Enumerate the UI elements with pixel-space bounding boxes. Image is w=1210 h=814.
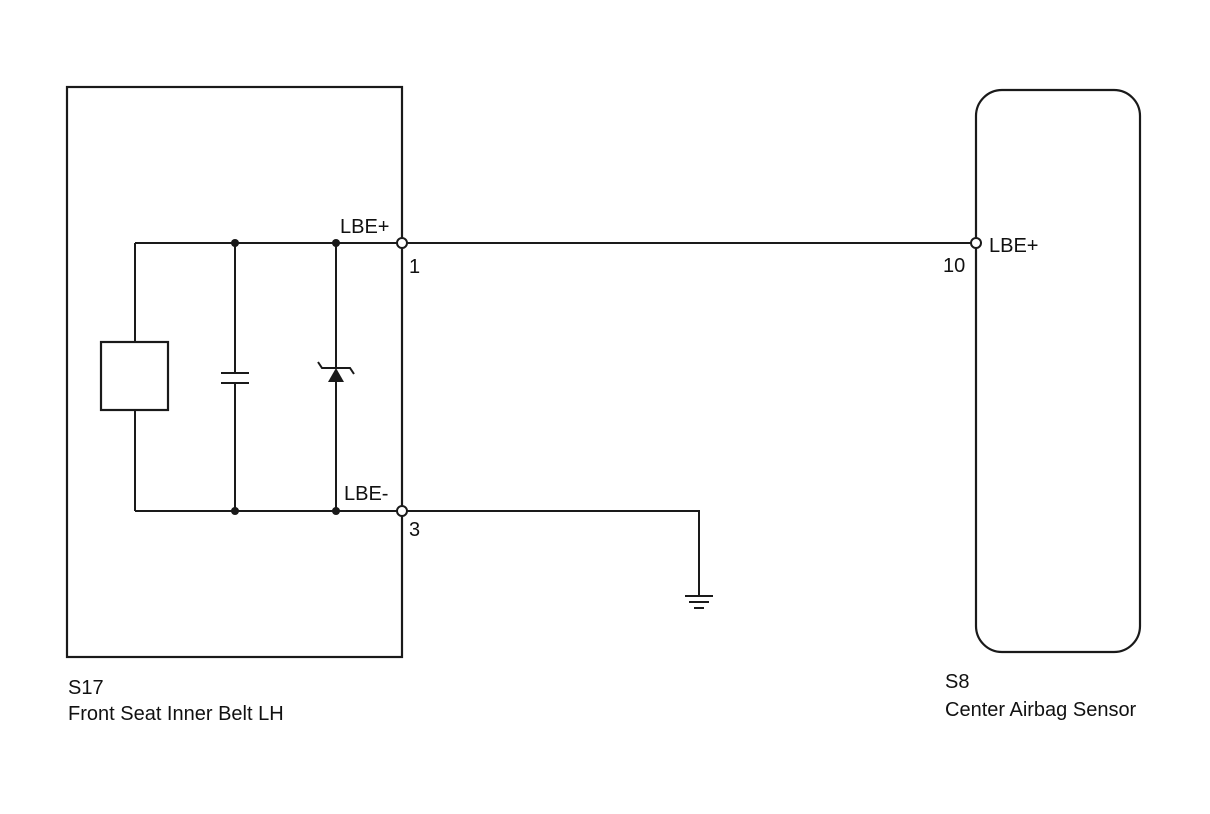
s17-component-name: Front Seat Inner Belt LH <box>68 703 284 725</box>
s17-component-code: S17 <box>68 677 104 699</box>
s17-pin-3-terminal <box>396 505 408 517</box>
zener-diode-triangle <box>328 368 344 382</box>
junction-dot <box>332 507 340 515</box>
s17-pin-3-label: 3 <box>409 519 420 541</box>
s8-component-box <box>974 88 1142 654</box>
s8-signal-label: LBE+ <box>989 235 1038 257</box>
s8-component-name: Center Airbag Sensor <box>945 699 1137 721</box>
junction-dot <box>332 239 340 247</box>
s8-component-code: S8 <box>945 671 969 693</box>
s17-top-signal-label: LBE+ <box>340 216 389 238</box>
junction-dot <box>231 239 239 247</box>
s17-component-box <box>65 85 404 659</box>
ground-symbol <box>685 595 713 609</box>
junction-dot <box>231 507 239 515</box>
s17-pin-1-terminal <box>396 237 408 249</box>
s8-pin-10-label: 10 <box>943 255 965 277</box>
s8-pin-10-terminal <box>970 237 982 249</box>
s17-bottom-signal-label: LBE- <box>344 483 388 505</box>
lbe-minus-ground-wire <box>402 510 700 596</box>
s17-pin-1-label: 1 <box>409 256 420 278</box>
resistor-symbol <box>99 340 170 412</box>
